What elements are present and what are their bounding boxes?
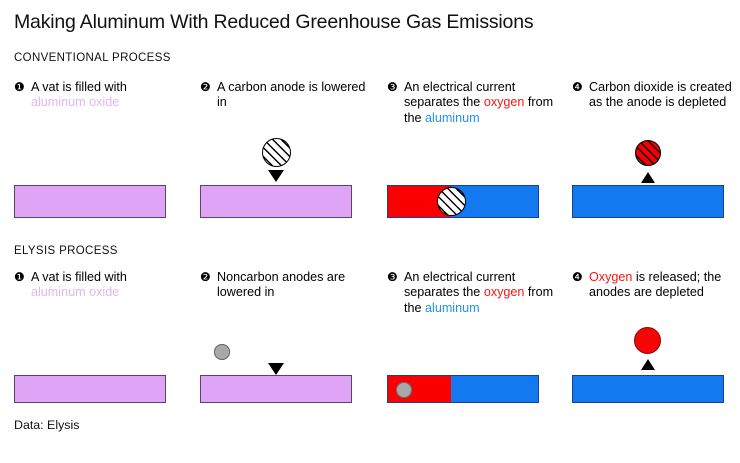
- step-panel-elysis-1: ❶ A vat is filled with aluminum oxide: [14, 270, 166, 301]
- diagram-elysis-2: [200, 322, 352, 412]
- diagram-elysis-3: [387, 322, 539, 412]
- step-text-conventional-2: ❷ A carbon anode is lowered in: [200, 80, 369, 111]
- vat-split-oxygen-aluminum: [387, 375, 539, 403]
- step-text-segment: A carbon anode is lowered in: [217, 80, 366, 110]
- step-panel-conventional-4: ❹ Carbon dioxide is created as the anode …: [572, 80, 732, 111]
- step-number-icon: ❶: [14, 270, 25, 284]
- step-text-highlight-oxygen: oxygen: [483, 95, 525, 110]
- step-panel-elysis-4: ❹ Oxygen is released; the anodes are depl…: [572, 270, 724, 301]
- diagram-conventional-3: [387, 132, 539, 222]
- vat-oxide: [14, 185, 166, 218]
- vat-oxide: [200, 185, 352, 218]
- step-text-segment: An electrical current separates the: [404, 80, 516, 110]
- arrow-up-icon: [641, 359, 655, 370]
- step-number-icon: ❷: [200, 80, 211, 94]
- step-number-icon: ❸: [387, 270, 398, 284]
- step-text-segment: is released; the anodes are depleted: [589, 270, 722, 300]
- diagram-elysis-4: [572, 322, 724, 412]
- step-text-elysis-1: ❶ A vat is filled with aluminum oxide: [14, 270, 183, 301]
- vat-oxide: [14, 375, 166, 403]
- step-text-segment: Noncarbon anodes are lowered in: [217, 270, 346, 300]
- step-text-segment: Carbon dioxide is created as the anode i…: [589, 80, 732, 110]
- step-panel-elysis-2: ❷ Noncarbon anodes are lowered in: [200, 270, 352, 301]
- section-header-elysis: ELYSIS PROCESS: [14, 245, 118, 257]
- section-header-conventional: CONVENTIONAL PROCESS: [14, 52, 171, 64]
- step-text-elysis-3: ❸ An electrical current separates the oxy…: [387, 270, 556, 316]
- step-number-icon: ❹: [572, 80, 583, 94]
- step-text-segment: A vat is filled with: [31, 270, 127, 284]
- step-number-icon: ❷: [200, 270, 211, 284]
- diagram-conventional-4: [572, 132, 724, 222]
- arrow-down-icon: [268, 170, 284, 182]
- footer-source: Data: Elysis: [14, 418, 80, 432]
- step-text-highlight-oxide: aluminum oxide: [31, 95, 120, 110]
- step-text-highlight-oxygen: oxygen: [483, 285, 525, 300]
- noncarbon-anode-icon: [396, 382, 412, 398]
- step-text-conventional-1: ❶ A vat is filled with aluminum oxide: [14, 80, 183, 111]
- step-number-icon: ❹: [572, 270, 583, 284]
- step-text-segment: from the: [404, 95, 554, 125]
- carbon-anode-icon: [262, 138, 291, 167]
- step-text-elysis-4: ❹ Oxygen is released; the anodes are depl…: [572, 270, 740, 301]
- step-panel-elysis-3: ❸ An electrical current separates the oxy…: [387, 270, 553, 316]
- step-panel-conventional-2: ❷ A carbon anode is lowered in: [200, 80, 365, 111]
- vat-oxide: [200, 375, 352, 403]
- step-panel-conventional-1: ❶ A vat is filled with aluminum oxide: [14, 80, 166, 111]
- step-text-segment: An electrical current separates the: [404, 270, 516, 300]
- step-text-conventional-3: ❸ An electrical current separates the oxy…: [387, 80, 556, 126]
- diagram-conventional-2: [200, 132, 352, 222]
- step-text-highlight-oxygen: Oxygen: [589, 270, 633, 284]
- step-number-icon: ❸: [387, 80, 398, 94]
- oxygen-icon: [634, 327, 661, 354]
- step-text-highlight-aluminum: aluminum: [425, 300, 480, 315]
- step-panel-conventional-3: ❸ An electrical current separates the oxy…: [387, 80, 553, 126]
- step-text-conventional-4: ❹ Carbon dioxide is created as the anode …: [572, 80, 740, 111]
- step-text-segment: A vat is filled with: [31, 80, 127, 94]
- carbon-dioxide-icon: [635, 140, 661, 166]
- step-text-segment: from the: [404, 285, 554, 315]
- step-text-elysis-2: ❷ Noncarbon anodes are lowered in: [200, 270, 369, 301]
- step-text-highlight-aluminum: aluminum: [425, 110, 480, 125]
- step-text-highlight-oxide: aluminum oxide: [31, 285, 120, 300]
- vat-aluminum: [572, 375, 724, 403]
- diagram-conventional-1: [14, 132, 166, 222]
- page-title: Making Aluminum With Reduced Greenhouse …: [14, 11, 534, 33]
- vat-aluminum: [572, 185, 724, 218]
- arrow-down-icon: [268, 363, 284, 375]
- step-number-icon: ❶: [14, 80, 25, 94]
- arrow-up-icon: [641, 172, 655, 183]
- diagram-elysis-1: [14, 322, 166, 412]
- carbon-anode-icon: [437, 187, 466, 216]
- noncarbon-anode-icon: [214, 344, 230, 360]
